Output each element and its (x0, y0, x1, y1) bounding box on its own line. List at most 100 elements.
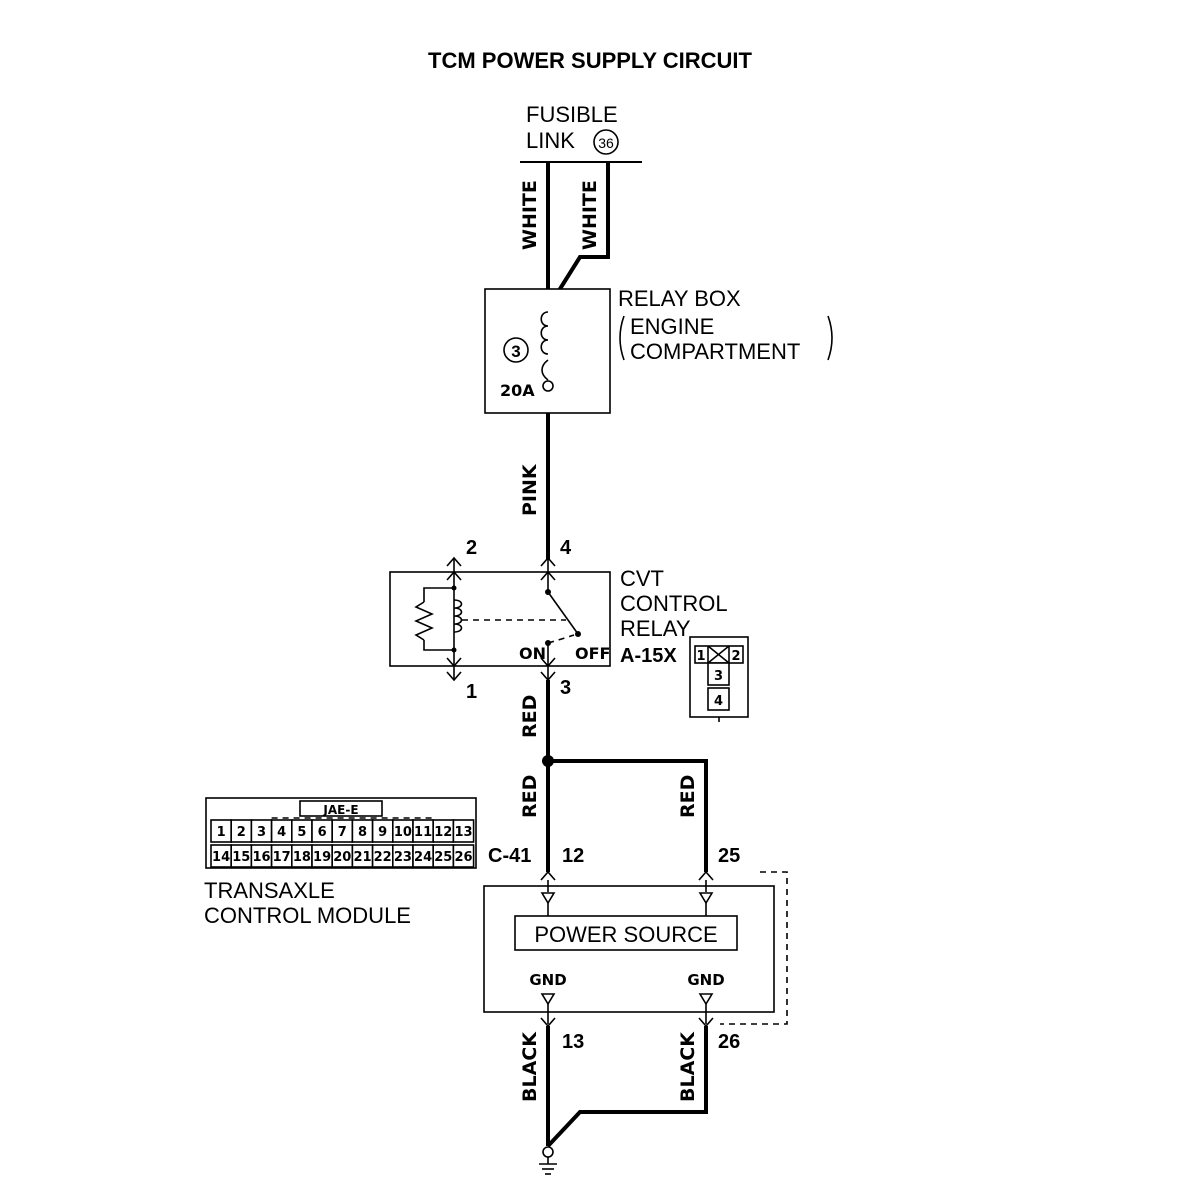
wire-label-red-left: RED (519, 775, 541, 818)
resistor-icon (414, 601, 434, 641)
relay-connector-cell-4: 4 (714, 694, 723, 709)
switch-on-off-arc (547, 634, 575, 644)
fuse-element-icon (540, 311, 549, 355)
relay-connector-cell-2: 2 (731, 649, 740, 664)
diagram-title: TCM POWER SUPPLY CIRCUIT (428, 48, 752, 73)
gnd-label-right: GND (687, 971, 724, 989)
tcm-connector-cell: 23 (394, 850, 412, 865)
tcm-connector-cell-box (452, 844, 475, 868)
wire-black-right (546, 1026, 708, 1148)
tcm-connector-cell: 4 (277, 825, 286, 840)
switch-off-contact (575, 631, 581, 637)
gnd-arrow-icon-left (540, 993, 556, 1006)
tcm-connector-cell: 12 (434, 825, 452, 840)
tcm-connector-cell: 13 (454, 825, 472, 840)
wire-label-red-right: RED (677, 775, 699, 818)
paren-right (827, 315, 833, 361)
power-source-label: POWER SOURCE (534, 922, 717, 947)
switch-label-off: OFF (575, 644, 610, 663)
tcm-connector-type-box (299, 800, 383, 817)
wire-label-white-left: WHITE (519, 180, 541, 250)
cvt-relay-label-line3: RELAY (620, 616, 691, 641)
splice-point (542, 755, 554, 767)
relay-box-label-line3: COMPARTMENT (630, 339, 800, 364)
cvt-relay-connector-id: A-15X (620, 645, 677, 667)
switch-label-on: ON (519, 644, 546, 663)
tcm-pin-25-chevron-icon (698, 870, 714, 881)
fuse-number-circle (503, 337, 529, 363)
gnd-arrow-icon-right (698, 993, 714, 1006)
ground-icon (539, 1146, 557, 1175)
tcm-pin-26: 26 (718, 1031, 740, 1053)
wire-white-right (546, 162, 610, 310)
relay-connector-face: 1 2 3 4 (689, 636, 749, 722)
fuse-rating: 20A (500, 381, 535, 400)
switch-arm-icon (547, 591, 579, 635)
wire-label-white-right: WHITE (579, 180, 601, 250)
tcm-connector-cell: 10 (394, 825, 412, 840)
fusible-link-label-line2: LINK (526, 128, 575, 153)
wire-label-black-right: BLACK (677, 1031, 699, 1102)
cvt-relay-label-line1: CVT (620, 566, 664, 591)
wire-label-pink: PINK (519, 463, 541, 516)
relay-connector-cell-3: 3 (714, 669, 723, 684)
tcm-connector-cell: 7 (338, 825, 347, 840)
tcm-shared-connector-dashed (720, 871, 788, 1025)
tcm-connector-cell: 6 (318, 825, 327, 840)
tcm-connector-cell: 18 (293, 850, 311, 865)
tcm-connector-type: JAE-E (322, 803, 358, 817)
tcm-connector-cell: 25 (434, 850, 452, 865)
relay-pin-1: 1 (466, 681, 477, 703)
tcm-connector-cell: 24 (414, 850, 432, 865)
relay-pin-3: 3 (560, 677, 571, 699)
tcm-connector-cell: 1 (217, 825, 226, 840)
relay-box-label-line1: RELAY BOX (618, 286, 741, 311)
resistor-lead-top (423, 587, 454, 602)
relay-box-outline (484, 288, 611, 414)
coil-junction-top (451, 585, 457, 591)
relay-pin-4: 4 (560, 537, 572, 559)
power-input-arrow-icon-12 (540, 892, 556, 905)
tcm-pin-12-chevron-icon (540, 870, 556, 881)
relay-connector-cell-1: 1 (696, 649, 705, 664)
fusible-link-number: 36 (598, 135, 614, 151)
power-input-arrow-icon-25 (698, 892, 714, 905)
tcm-connector-cell: 22 (374, 850, 392, 865)
relay-box-label-line2: ENGINE (630, 314, 714, 339)
tcm-connector-cell: 20 (333, 850, 351, 865)
tcm-label-line2: CONTROL MODULE (204, 903, 411, 928)
coil-icon (453, 599, 463, 633)
gnd-label-left: GND (529, 971, 566, 989)
transaxle-control-module: POWER SOURCE GND GND (483, 870, 788, 1028)
tcm-connector-cell: 8 (358, 825, 367, 840)
tcm-connector-cell: 14 (212, 850, 230, 865)
resistor-lead-bottom (423, 640, 454, 651)
tcm-connector-cell: 15 (232, 850, 250, 865)
relay-box: 3 20A RELAY BOX ENGINE COMPARTMENT (484, 286, 833, 414)
tcm-connector-cell: 17 (273, 850, 291, 865)
wire-red-branch (548, 759, 708, 872)
fuse-wire-icon (541, 359, 549, 381)
tcm-pin-25: 25 (718, 845, 740, 867)
tcm-connector-cell: 19 (313, 850, 331, 865)
tcm-connector-cell: 5 (297, 825, 306, 840)
fusible-link-number-circle (593, 129, 619, 155)
relay-pin-2: 2 (466, 537, 477, 559)
tcm-pin-13: 13 (562, 1031, 584, 1053)
relay-connector-cell-4-box (707, 687, 730, 711)
wire-label-red-main: RED (519, 695, 541, 738)
wire-label-black-left: BLACK (519, 1031, 541, 1102)
fusible-link: FUSIBLE LINK 36 (520, 102, 642, 163)
fusible-link-label-line1: FUSIBLE (526, 102, 618, 127)
cvt-relay-label-line2: CONTROL (620, 591, 728, 616)
tcm-connector-cell: 21 (353, 850, 371, 865)
paren-left (619, 315, 625, 361)
tcm-label-line1: TRANSAXLE (204, 878, 335, 903)
tcm-connector-cell: 26 (454, 850, 472, 865)
tcm-connector-cell: 9 (378, 825, 387, 840)
tcm-connector-cell: 2 (237, 825, 246, 840)
power-source-box (514, 915, 738, 951)
tcm-connector-cell: 16 (252, 850, 270, 865)
